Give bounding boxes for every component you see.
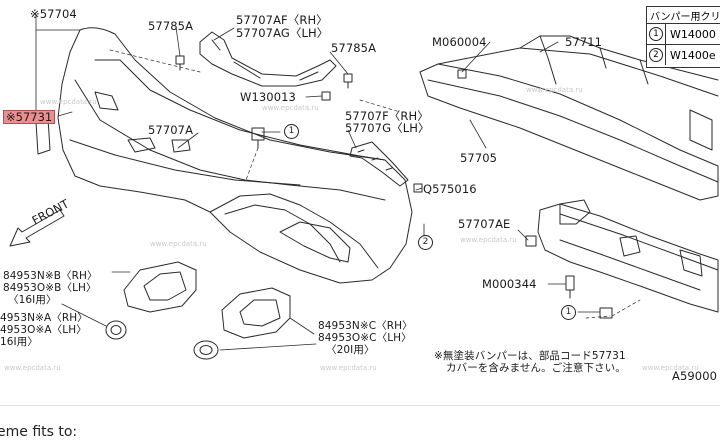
- front-arrow-icon: [9, 209, 65, 247]
- label-84953nc: 84953N※C〈RH〉: [318, 320, 413, 332]
- watermark: www.epcdata.ru: [40, 98, 97, 106]
- note-line-2: カバーを含みません。ご注意下さい。: [446, 362, 626, 374]
- fog-bezel-b: [123, 261, 197, 313]
- label-57731-highlighted[interactable]: ※57731: [3, 110, 56, 124]
- label-84953ob: 84953O※B〈LH〉: [3, 282, 97, 294]
- clip-legend-table: バンパー用クリ 1 W14000 2 W1400e: [646, 6, 720, 68]
- diagram-id: A59000: [672, 369, 718, 383]
- label-84953oc: 84953O※C〈LH〉: [318, 332, 412, 344]
- watermark: www.epcdata.ru: [150, 240, 207, 248]
- label-57707ae: 57707AE: [458, 217, 511, 231]
- fog-cap-a: [105, 320, 127, 340]
- legend-code: W1400e: [670, 48, 716, 62]
- watermark: www.epcdata.ru: [526, 86, 583, 94]
- upper-bracket: [199, 31, 337, 87]
- label-84953nb: 84953N※B〈RH〉: [3, 270, 98, 282]
- label-q575016: Q575016: [423, 182, 477, 196]
- label-57707a: 57707A: [148, 123, 194, 137]
- label-57707ag: 57707AG〈LH〉: [236, 26, 329, 40]
- label-57707f: 57707F〈RH〉: [345, 109, 429, 123]
- bumper-cover-outline: [35, 27, 413, 284]
- fog-cap-c: [193, 340, 219, 360]
- watermark: www.epcdata.ru: [262, 104, 319, 112]
- legend-row: 2 W1400e: [647, 45, 720, 65]
- watermark: www.epcdata.ru: [460, 236, 517, 244]
- callout-2: 2: [418, 235, 433, 250]
- label-m000344: M000344: [482, 277, 537, 291]
- fastener-q575016: [413, 183, 423, 193]
- phantom-lines: [109, 49, 641, 319]
- label-84953oa: 4953O※A〈LH〉: [0, 324, 87, 336]
- legend-code: W14000: [670, 27, 716, 41]
- label-16i-a: 16I用〉: [0, 336, 38, 348]
- label-57704: ※57704: [30, 7, 77, 21]
- label-57707af: 57707AF〈RH〉: [236, 13, 328, 27]
- fastener-57785a-right: [343, 73, 353, 89]
- legend-num: 2: [649, 48, 663, 62]
- watermark: www.epcdata.ru: [642, 364, 699, 372]
- watermark: www.epcdata.ru: [4, 364, 61, 372]
- leader-lines: [35, 13, 601, 351]
- label-57707g: 57707G〈LH〉: [345, 121, 430, 135]
- legend-row: 1 W14000: [647, 24, 720, 45]
- fog-bezel-c: [221, 287, 291, 339]
- fastener-w130013: [321, 91, 331, 101]
- label-57785a-top: 57785A: [148, 19, 194, 33]
- fastener-57707ae: [525, 235, 537, 247]
- watermark: www.epcdata.ru: [320, 364, 377, 372]
- label-20i-c: 〈20I用〉: [326, 344, 375, 356]
- label-w130013: W130013: [240, 90, 296, 104]
- label-57711: 57711: [565, 35, 603, 49]
- callout-1-lower: 1: [561, 305, 576, 320]
- lower-beam: [537, 199, 719, 313]
- clip-57707a: [251, 127, 265, 149]
- divider: [0, 405, 720, 406]
- label-84953na: 4953N※A〈RH〉: [0, 312, 88, 324]
- label-16i-b: 〈16I用〉: [8, 294, 57, 306]
- fastener-m060004: [457, 69, 467, 79]
- label-57705: 57705: [460, 151, 498, 165]
- fastener-m000344: [565, 275, 575, 299]
- callout-1-upper: 1: [284, 124, 299, 139]
- legend-header: バンパー用クリ: [647, 7, 720, 24]
- label-57785a-right: 57785A: [331, 41, 377, 55]
- fits-to-heading: eme fits to:: [0, 424, 78, 440]
- legend-num: 1: [649, 27, 663, 41]
- note-line-1: ※無塗装バンパーは、部品コード57731: [434, 350, 626, 362]
- clip-callout-1: [599, 307, 613, 319]
- label-m060004: M060004: [432, 35, 487, 49]
- side-bracket: [349, 141, 409, 187]
